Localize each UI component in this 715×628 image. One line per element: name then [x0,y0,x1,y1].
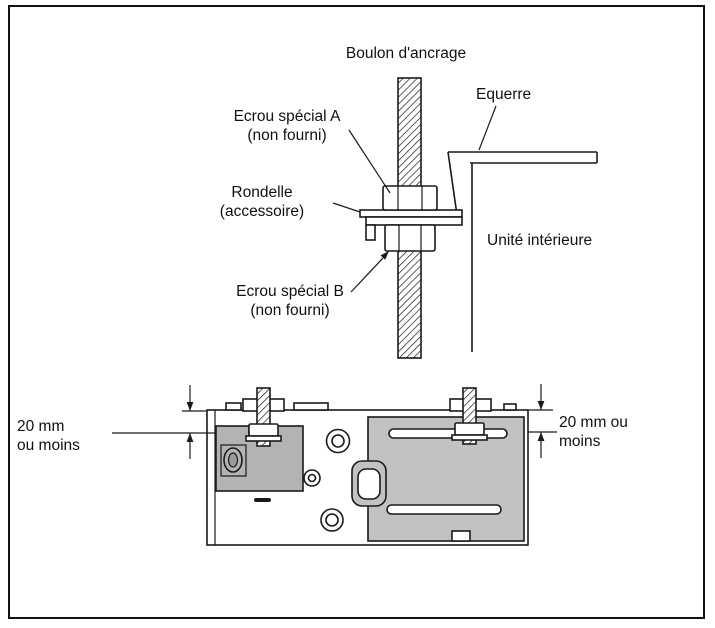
anchor-bolt-label: Boulon d'ancrage [345,45,467,62]
panel-slot-bottom [386,504,502,515]
special-nut-b-label: Ecrou spécial B (non fourni) [231,282,349,320]
special-nut-b-shape [384,224,436,252]
right-dimension [528,384,557,458]
left-dimension-line1: 20 mm [17,418,65,435]
flange-lip [365,224,376,241]
nut-a-leader [348,129,391,194]
special-nut-a-line1: Ecrou spécial A [233,108,341,125]
washer-leader [332,202,361,213]
special-nut-a-line2: (non fourni) [247,127,327,144]
right-dimension-label: 20 mm ou moins [559,413,628,451]
right-hanging-rod [451,387,488,445]
left-dimension-line2: ou moins [17,437,80,454]
special-nut-b-line1: Ecrou spécial B [236,283,344,300]
bracket-flange [365,216,463,226]
panel-slot-top [388,428,508,439]
indoor-unit-bottom-view [112,384,557,546]
diagram-border [8,5,705,619]
anchor-bolt-assembly [332,77,598,359]
right-dimension-line2: moins [559,433,601,450]
left-hanging-rod [245,387,282,447]
bracket-shape [447,151,598,352]
right-panel [367,416,525,542]
special-nut-a-label: Ecrou spécial A (non fourni) [226,107,348,145]
special-nut-b-line2: (non fourni) [250,302,330,319]
special-nut-a-shape [382,185,438,211]
nut-b-leader-arrowhead [380,251,389,260]
handle [351,460,387,507]
washer-line2: (accessoire) [219,203,305,220]
washer-shape [359,209,463,218]
bracket-leader [478,105,497,151]
indoor-unit-label: Unité intérieure [487,232,593,249]
bracket-label: Equerre [476,86,532,103]
right-dimension-line1: 20 mm ou [559,414,628,431]
left-dimension [112,385,216,459]
nut-b-leader [350,257,384,293]
left-dimension-label: 20 mm ou moins [17,417,80,455]
washer-line1: Rondelle [231,184,293,201]
pipe-connections [303,428,351,532]
washer-label: Rondelle (accessoire) [203,183,321,221]
leader-lines [332,105,497,293]
panel-cutout [451,530,471,542]
